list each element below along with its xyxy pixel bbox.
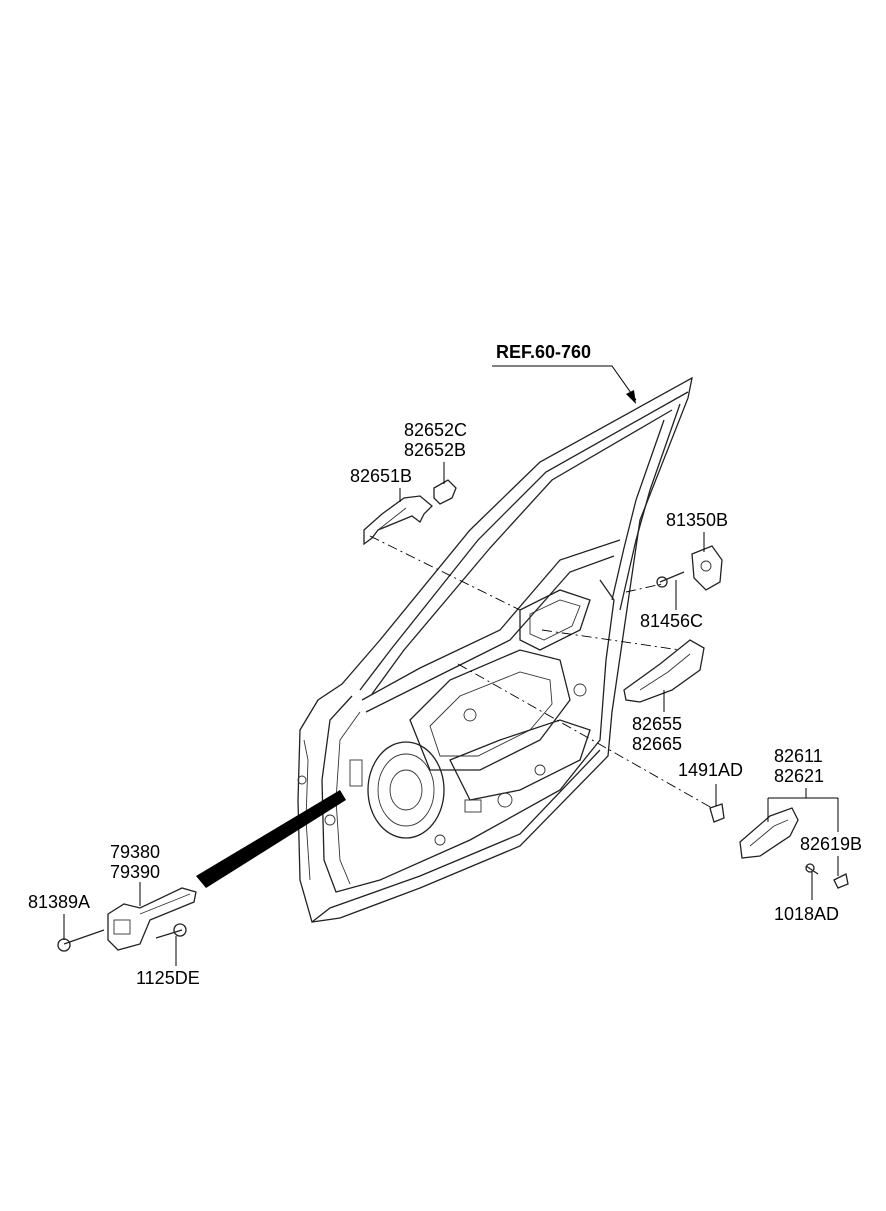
leader-lines [63, 365, 839, 966]
part-label-82651b: 82651B [350, 466, 412, 486]
part-label-81456c: 81456C [640, 611, 703, 631]
part-label-82619b: 82619B [800, 834, 862, 854]
clip-part [709, 803, 725, 823]
part-label-82652b: 82652B [404, 440, 466, 460]
small-screw-part [805, 863, 819, 875]
outside-handle-part [363, 495, 433, 546]
part-label-82655: 82655 [632, 714, 682, 734]
inside-handle-bracket-part [623, 639, 705, 703]
inside-handle-part [739, 807, 799, 859]
cover-part [833, 873, 849, 889]
part-label-81389a: 81389A [28, 892, 90, 912]
part-label-82652c: 82652C [404, 420, 467, 440]
part-label-82621: 82621 [774, 766, 824, 786]
door-checker-part [107, 887, 197, 951]
latch-part [691, 545, 723, 591]
part-label-82611: 82611 [774, 746, 823, 766]
part-label-1125de: 1125DE [136, 968, 200, 988]
door-panel-illustration [297, 376, 693, 923]
part-label-82665: 82665 [632, 734, 682, 754]
part-label-1018ad: 1018AD [774, 904, 839, 924]
bolt-part [57, 929, 105, 952]
checker-bolt-part [155, 923, 187, 939]
part-label-81350b: 81350B [666, 510, 728, 530]
part-label-79380: 79380 [110, 842, 160, 862]
screw-part [656, 571, 685, 588]
checker-connection-wedge [196, 790, 346, 888]
reference-label: REF.60-760 [496, 342, 591, 362]
part-label-1491ad: 1491AD [678, 760, 743, 780]
part-label-79390: 79390 [110, 862, 160, 882]
handle-cap-part [433, 479, 457, 505]
